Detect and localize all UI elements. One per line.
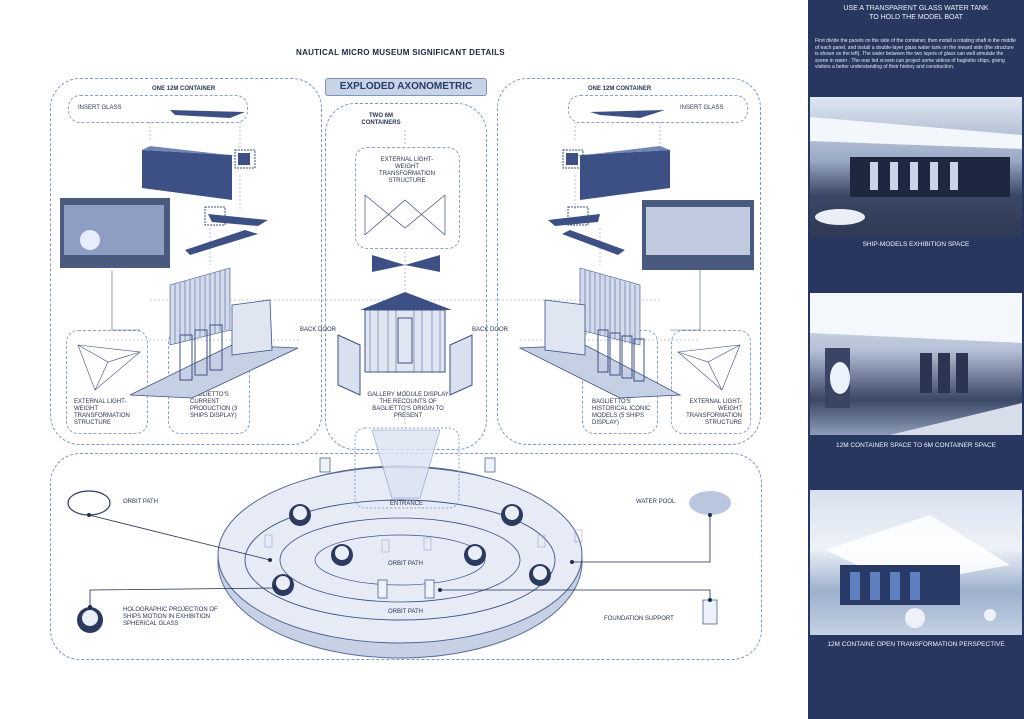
left-insert-glass-box	[68, 95, 248, 123]
holographic-projection-label: HOLOGRAPHIC PROJECTION OF SHIPS MOTION I…	[123, 607, 218, 627]
orbit-path-legend-label: ORBIT PATH	[123, 499, 159, 505]
sidebar-description: First divide the panels on the side of t…	[815, 38, 1016, 70]
exploded-axonometric-title: EXPLODED AXONOMETRIC	[325, 78, 487, 96]
sidebar-title-line2: TO HOLD THE MODEL BOAT	[869, 14, 963, 21]
sidebar-title-line1: USE A TRANSPARENT GLASS WATER TANK	[843, 5, 989, 12]
caption-ship-models: SHIP-MODELS EXHIBITION SPACE	[862, 241, 970, 248]
right-historical-models-label: BAGLIETTO'S HISTORICAL ICONIC MODELS (5 …	[592, 399, 651, 426]
right-back-door-label: BACK DOOR	[472, 327, 509, 333]
right-container-panel	[497, 78, 761, 445]
sidebar-title: USE A TRANSPARENT GLASS WATER TANK TO HO…	[808, 4, 1024, 22]
right-insert-glass-box	[568, 95, 748, 123]
center-container-heading: TWO 6M CONTAINERS	[361, 113, 401, 126]
axonometric-drawing	[60, 110, 754, 659]
right-insert-glass-label: INSERT GLASS	[680, 105, 724, 111]
left-external-structure-box	[66, 330, 148, 434]
orbit-path-label-2: ORBIT PATH	[388, 609, 424, 615]
right-external-structure-box	[671, 330, 751, 434]
center-external-structure-box	[355, 147, 460, 249]
left-external-structure-label: EXTERNAL LIGHT-WEIGHT TRANSFORMATION STR…	[74, 399, 130, 426]
foundation-support-label: FOUNDATION SUPPORT	[604, 616, 674, 622]
page-title: NAUTICAL MICRO MUSEUM SIGNIFICANT DETAIL…	[296, 48, 505, 57]
ship-models-render	[810, 97, 1022, 237]
left-insert-glass-label: INSERT GLASS	[78, 105, 122, 111]
right-external-structure-label: EXTERNAL LIGHT-WEIGHT TRANSFORMATION STR…	[686, 399, 742, 426]
center-external-structure-label: EXTERNAL LIGHT-WEIGHT TRANSFORMATION STR…	[379, 157, 435, 184]
caption-container-space: 12M CONTAINER SPACE TO 6M CONTAINER SPAC…	[835, 442, 996, 449]
left-container-panel	[50, 78, 322, 445]
open-transformation-render	[810, 490, 1022, 635]
gallery-module-label: GALLERY MODULE DISPLAY THE RECOUNTS OF B…	[367, 392, 449, 419]
left-back-door-label: BACK DOOR	[300, 327, 337, 333]
right-container-heading: ONE 12M CONTAINER	[588, 86, 652, 92]
entrance-label: ENTRANCE	[390, 501, 424, 507]
orbit-path-label-1: ORBIT PATH	[388, 561, 424, 567]
left-current-production-label: BAGLIETTO'S CURRENT PRODUCTION (3 SHIPS …	[190, 392, 238, 419]
left-container-heading: ONE 12M CONTAINER	[152, 86, 216, 92]
caption-open-transformation: 12M CONTAINE OPEN TRANSFORMATION PERSPEC…	[827, 641, 1005, 648]
water-pool-label: WATER POOL	[636, 499, 676, 505]
container-space-render	[810, 293, 1022, 435]
